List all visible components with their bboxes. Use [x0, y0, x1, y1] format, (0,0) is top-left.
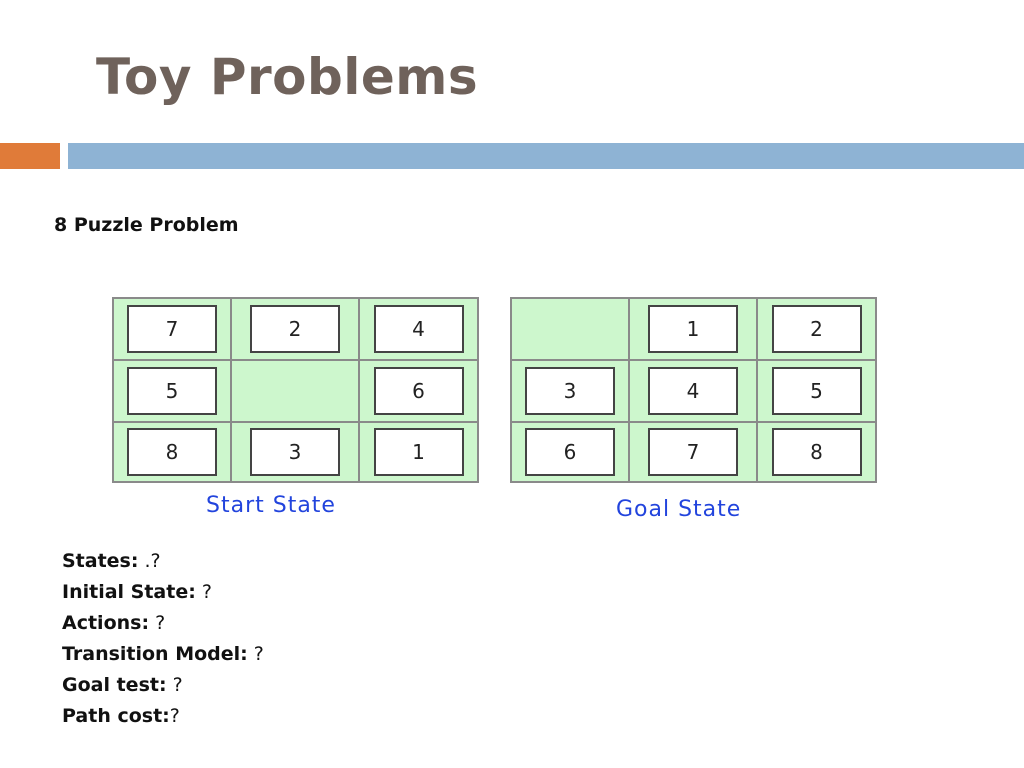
puzzle-tile: 2 — [250, 305, 340, 353]
board-cell: 2 — [758, 299, 875, 361]
list-item: Goal test: ? — [62, 670, 264, 701]
problem-definition-list: States: .? Initial State: ? Actions: ? T… — [62, 546, 264, 732]
board-cell: 4 — [630, 361, 758, 423]
goal-state-caption: Goal State — [616, 497, 742, 522]
puzzle-tile: 8 — [127, 428, 217, 476]
board-cell: 6 — [360, 361, 477, 423]
list-item: Transition Model: ? — [62, 639, 264, 670]
title-accent-bar-blue — [68, 143, 1024, 169]
puzzle-tile: 6 — [525, 428, 615, 476]
question-label: Path cost: — [62, 705, 170, 727]
puzzle-tile: 3 — [250, 428, 340, 476]
board-cell: 3 — [512, 361, 630, 423]
puzzle-tile: 1 — [648, 305, 738, 353]
puzzle-tile: 1 — [373, 428, 464, 476]
puzzle-tile: 4 — [648, 367, 738, 415]
puzzle-tile: 5 — [127, 367, 217, 415]
question-value: .? — [138, 550, 161, 572]
list-item: Initial State: ? — [62, 577, 264, 608]
slide-title: Toy Problems — [96, 48, 479, 106]
list-item: Actions: ? — [62, 608, 264, 639]
puzzle-tile: 6 — [373, 367, 464, 415]
puzzle-tile: 8 — [771, 428, 862, 476]
puzzle-tile: 2 — [771, 305, 862, 353]
board-blank-cell — [512, 299, 630, 361]
question-value: ? — [169, 705, 180, 727]
board-cell: 1 — [360, 423, 477, 481]
board-cell: 6 — [512, 423, 630, 481]
question-label: Goal test: — [62, 674, 167, 696]
board-cell: 8 — [758, 423, 875, 481]
question-value: ? — [166, 674, 183, 696]
board-cell: 1 — [630, 299, 758, 361]
board-cell: 5 — [114, 361, 232, 423]
question-label: Actions: — [62, 612, 150, 634]
question-value: ? — [195, 581, 212, 603]
start-state-caption: Start State — [206, 493, 336, 518]
puzzle-tile: 4 — [373, 305, 464, 353]
puzzle-tile: 7 — [127, 305, 217, 353]
puzzle-tile: 7 — [648, 428, 738, 476]
board-cell: 7 — [114, 299, 232, 361]
question-label: States: — [62, 550, 139, 572]
board-cell: 4 — [360, 299, 477, 361]
puzzle-tile: 3 — [525, 367, 615, 415]
board-cell: 2 — [232, 299, 360, 361]
board-cell: 7 — [630, 423, 758, 481]
puzzle-tile: 5 — [771, 367, 862, 415]
list-item: States: .? — [62, 546, 264, 577]
title-accent-bar-orange — [0, 143, 60, 169]
board-cell: 3 — [232, 423, 360, 481]
question-label: Initial State: — [62, 581, 196, 603]
board-blank-cell — [232, 361, 360, 423]
list-item: Path cost:? — [62, 701, 264, 732]
board-cell: 8 — [114, 423, 232, 481]
board-cell: 5 — [758, 361, 875, 423]
question-value: ? — [149, 612, 166, 634]
subheading: 8 Puzzle Problem — [54, 214, 239, 236]
question-label: Transition Model: — [62, 643, 248, 665]
question-value: ? — [247, 643, 264, 665]
